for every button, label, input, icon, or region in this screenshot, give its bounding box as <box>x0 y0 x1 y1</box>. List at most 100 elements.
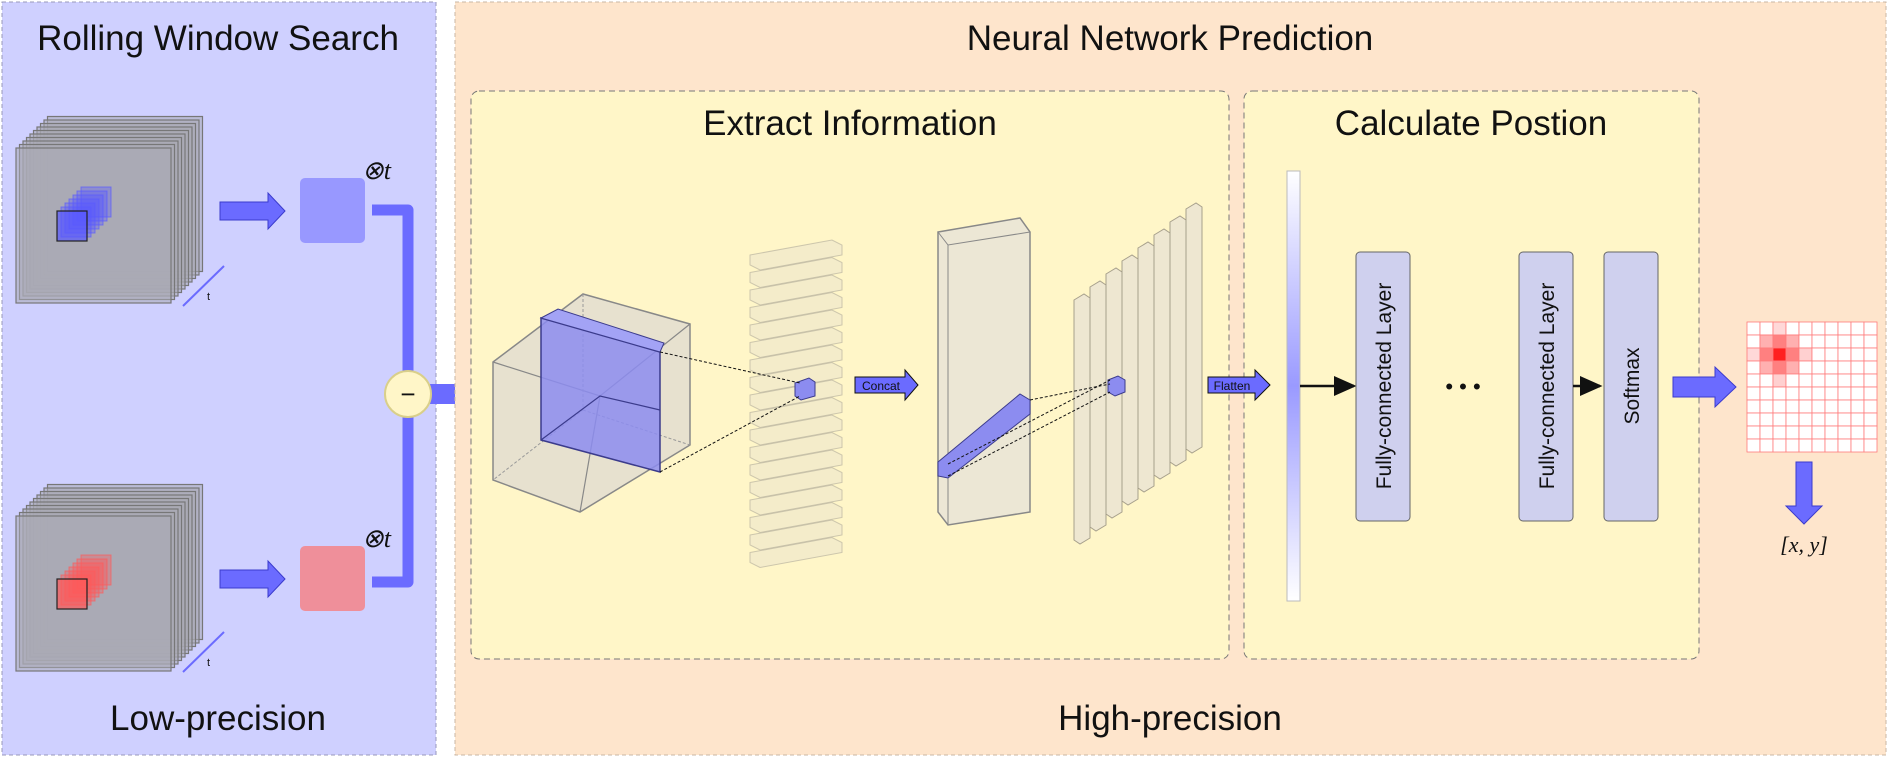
heatmap-cell <box>1824 334 1839 349</box>
heatmap-cell <box>1798 360 1813 375</box>
frame-stack-bottom <box>15 483 204 672</box>
projection-line-a2 <box>659 395 801 473</box>
heatmap-cell <box>1837 399 1852 414</box>
heatmap-cell <box>1785 347 1800 362</box>
heatmap-cell <box>1772 412 1787 427</box>
time-label-bottom: t <box>207 657 210 669</box>
feature-cell-cube-a <box>794 377 816 401</box>
heatmap-cell <box>1850 334 1865 349</box>
faded-slab-1 <box>749 256 843 289</box>
heatmap-cell <box>1850 425 1865 440</box>
layer-ellipsis: • • • <box>1445 374 1480 399</box>
extract-info-panel <box>470 90 1230 660</box>
heatmap-cell <box>1746 373 1761 388</box>
heatmap-cell <box>1798 373 1813 388</box>
heatmap-cell <box>1837 438 1852 453</box>
heatmap-cell <box>1759 321 1774 336</box>
heatmap-cell <box>1746 438 1761 453</box>
heatmap-cell <box>1772 321 1787 336</box>
flatten-arrow <box>1207 368 1271 402</box>
heatmap-cell <box>1824 347 1839 362</box>
arrow-top <box>219 191 286 231</box>
softmax-layer <box>1603 251 1659 522</box>
heatmap-cell <box>1837 373 1852 388</box>
fc-layer-2-label: Fully-connected Layer <box>1536 283 1559 490</box>
heatmap-cell <box>1798 386 1813 401</box>
heatmap-cell <box>1759 438 1774 453</box>
time-label-top: t <box>207 291 210 303</box>
heatmap-cell <box>1798 399 1813 414</box>
heatmap-cell <box>1798 412 1813 427</box>
heatmap-cell <box>1746 425 1761 440</box>
heatmap-cell <box>1824 399 1839 414</box>
heatmap-cell <box>1759 360 1774 375</box>
faded-slab-0 <box>749 239 843 271</box>
heatmap-cell <box>1850 360 1865 375</box>
heatmap-cell <box>1863 373 1878 388</box>
left-panel-title: Rolling Window Search <box>37 19 399 58</box>
heatmap-cell <box>1863 386 1878 401</box>
heatmap-cell <box>1759 373 1774 388</box>
heatmap-cell <box>1772 373 1787 388</box>
heatmap-cell <box>1746 412 1761 427</box>
heatmap-cell <box>1863 438 1878 453</box>
feature-square-top <box>300 178 365 243</box>
heatmap-cell <box>1837 334 1852 349</box>
concat-label: Concat <box>862 379 901 393</box>
fc-layer-1-label: Fully-connected Layer <box>1373 283 1396 490</box>
heatmap-cell <box>1785 321 1800 336</box>
heatmap-cell <box>1824 386 1839 401</box>
heatmap-cell <box>1837 347 1852 362</box>
heatmap-cell <box>1837 425 1852 440</box>
heatmap-cell <box>1798 438 1813 453</box>
heatmap-cell <box>1863 399 1878 414</box>
concat-feature-slab <box>937 217 1031 526</box>
heatmap-cell <box>1746 399 1761 414</box>
time-axis-bottom <box>182 631 225 673</box>
heatmap-cell <box>1772 386 1787 401</box>
right-panel-footer: High-precision <box>1058 699 1282 738</box>
projection-line-a1 <box>659 351 801 384</box>
faded-slab-11 <box>749 431 843 464</box>
flatten-label: Flatten <box>1214 379 1251 393</box>
heatmap-cell <box>1811 412 1826 427</box>
heatmap-cell <box>1811 399 1826 414</box>
arrow-bottom <box>219 559 286 599</box>
heatmap-cell <box>1798 334 1813 349</box>
heatmap-cell <box>1824 360 1839 375</box>
feature-square-bottom <box>300 546 365 611</box>
heatmap-cell <box>1811 334 1826 349</box>
faded-slab-7 <box>749 361 843 394</box>
position-heatmap <box>1746 321 1878 453</box>
heatmap-cell <box>1837 412 1852 427</box>
bundle-slab-5 <box>1153 228 1171 480</box>
feature-cell-cube-b <box>1107 375 1126 397</box>
projection-line-b2 <box>947 391 1111 477</box>
heatmap-cell <box>1798 321 1813 336</box>
right-panel-title: Neural Network Prediction <box>967 19 1374 58</box>
heatmap-cell <box>1824 438 1839 453</box>
heatmap-cell <box>1811 386 1826 401</box>
bundle-slab-1 <box>1089 280 1107 532</box>
faded-slab-4 <box>749 309 843 341</box>
heatmap-cell <box>1863 321 1878 336</box>
heatmap-cell <box>1759 386 1774 401</box>
projection-line-b1 <box>947 379 1111 465</box>
arrow-to-heatmap <box>1672 365 1737 409</box>
faded-slab-16 <box>749 519 843 551</box>
output-coordinate-label: [x, y] <box>1780 532 1828 557</box>
faded-slab-9 <box>749 396 843 429</box>
heatmap-cell <box>1759 399 1774 414</box>
heatmap-cell <box>1850 399 1865 414</box>
heatmap-cell <box>1850 347 1865 362</box>
top-active-window <box>56 210 88 242</box>
heatmap-cell <box>1824 412 1839 427</box>
heatmap-cell <box>1785 334 1800 349</box>
heatmap-cell <box>1850 386 1865 401</box>
calculate-position-title: Calculate Postion <box>1335 104 1607 143</box>
heatmap-cell <box>1863 425 1878 440</box>
softmax-label: Softmax <box>1621 347 1644 425</box>
heatmap-cell <box>1850 438 1865 453</box>
heatmap-cell <box>1863 412 1878 427</box>
feature-slab-stack <box>749 239 843 569</box>
